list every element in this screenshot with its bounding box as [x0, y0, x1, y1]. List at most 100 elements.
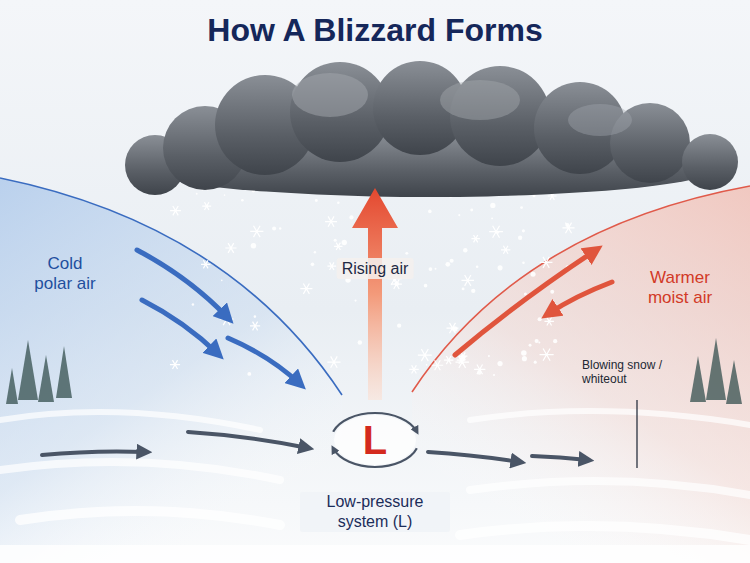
- snow-dot: [518, 236, 522, 240]
- pine-tree: [56, 346, 72, 398]
- cold-front-line: [0, 178, 342, 395]
- snow-dot: [445, 262, 450, 267]
- callout-label: Blowing snow / whiteout: [582, 358, 682, 387]
- snow-dot: [279, 227, 281, 229]
- snow-dot: [488, 355, 490, 357]
- low-pressure-symbol: LLow-pressure system (L): [329, 410, 421, 470]
- snowflake: [444, 356, 453, 364]
- motion-label: Rising air: [337, 258, 414, 279]
- snow-wisp: [470, 411, 750, 425]
- snow-dot: [358, 340, 363, 345]
- snowflake: [461, 275, 474, 286]
- snow-dot: [522, 356, 527, 361]
- surface-wind-arrows: [42, 432, 588, 462]
- snow-dot: [476, 266, 479, 269]
- snowflake: [540, 348, 554, 360]
- warm-air-arrows: [455, 250, 612, 355]
- snow-wisp: [470, 481, 750, 495]
- snow-dot: [538, 341, 540, 343]
- snowflake: [418, 349, 432, 361]
- snow-wisp: [20, 511, 280, 525]
- snow-dot: [458, 214, 460, 216]
- snow-dot: [247, 372, 251, 376]
- snow-dot: [450, 259, 454, 263]
- cloud-highlight: [292, 73, 368, 117]
- snowflake: [170, 360, 180, 369]
- leader-line: [636, 400, 637, 468]
- snowflake: [202, 202, 211, 210]
- snowflake: [250, 226, 263, 237]
- wind-arrow: [532, 456, 588, 460]
- snowflake: [455, 356, 469, 368]
- cloud-highlight: [568, 104, 632, 136]
- snow-dot: [311, 263, 315, 267]
- snowflake: [250, 322, 260, 331]
- snow-dot: [493, 374, 495, 376]
- snow-dot: [521, 350, 527, 356]
- snowflake: [474, 365, 485, 375]
- snow-dot: [397, 324, 401, 328]
- snow-dot: [342, 240, 347, 245]
- pine-tree: [706, 338, 726, 400]
- air-mass-label: Cold polar air: [30, 254, 100, 295]
- snow-dot: [491, 217, 493, 219]
- pressure-symbol: L: [329, 410, 421, 470]
- snow-dot: [241, 199, 244, 202]
- snowflake: [540, 257, 553, 268]
- snow-dot: [224, 194, 226, 196]
- snowflake: [432, 360, 443, 370]
- snow-dot: [538, 317, 542, 321]
- snow-dot: [349, 215, 353, 219]
- snow-dot: [424, 284, 428, 288]
- warm-air-mass: [412, 186, 750, 563]
- snow-dot: [522, 261, 525, 264]
- snow-wisp: [460, 526, 750, 540]
- snow-dot: [498, 265, 503, 270]
- snow-dot: [529, 344, 532, 347]
- node-heading: Low-pressure system (L): [300, 492, 450, 532]
- rising-air-arrow: [352, 188, 398, 400]
- snow-dot: [524, 292, 527, 295]
- snowflake: [225, 243, 236, 253]
- snow-dot: [221, 280, 223, 282]
- pine-tree: [38, 355, 54, 402]
- snowflake: [446, 323, 458, 333]
- snowflake: [327, 356, 340, 367]
- snow-dot: [354, 300, 356, 302]
- snowflake: [471, 235, 479, 242]
- snow-dot: [470, 209, 473, 212]
- snow-dot: [435, 268, 437, 270]
- snow-dot: [497, 361, 502, 366]
- cloud-highlight: [440, 80, 520, 120]
- snowflake: [327, 262, 336, 270]
- snowflake: [562, 223, 574, 234]
- snow-dot: [251, 243, 257, 249]
- snow-dot: [405, 252, 408, 255]
- snow-dot: [463, 248, 468, 253]
- snow-dot: [531, 272, 536, 277]
- pine-trees-left: [6, 340, 72, 404]
- snow-dot: [520, 206, 523, 209]
- snowflake: [489, 226, 503, 238]
- snow-dot: [337, 202, 340, 205]
- snow-dot: [522, 229, 525, 232]
- warm-air-arrow: [548, 282, 612, 314]
- warm-air-arrow: [455, 250, 596, 355]
- wind-arrow: [428, 452, 520, 462]
- snowflake: [170, 206, 181, 215]
- snow-dot: [272, 226, 276, 230]
- pine-tree: [6, 368, 18, 404]
- snowflake: [334, 243, 342, 250]
- pine-trees-right: [690, 338, 742, 404]
- snow-dot: [471, 289, 475, 293]
- snow-dot: [462, 287, 465, 290]
- snow-ground: [0, 545, 750, 563]
- cold-air-arrow: [228, 338, 300, 384]
- snow-dot: [254, 315, 257, 318]
- pine-tree: [690, 356, 706, 402]
- snowflake: [501, 246, 510, 254]
- pine-tree: [18, 340, 38, 400]
